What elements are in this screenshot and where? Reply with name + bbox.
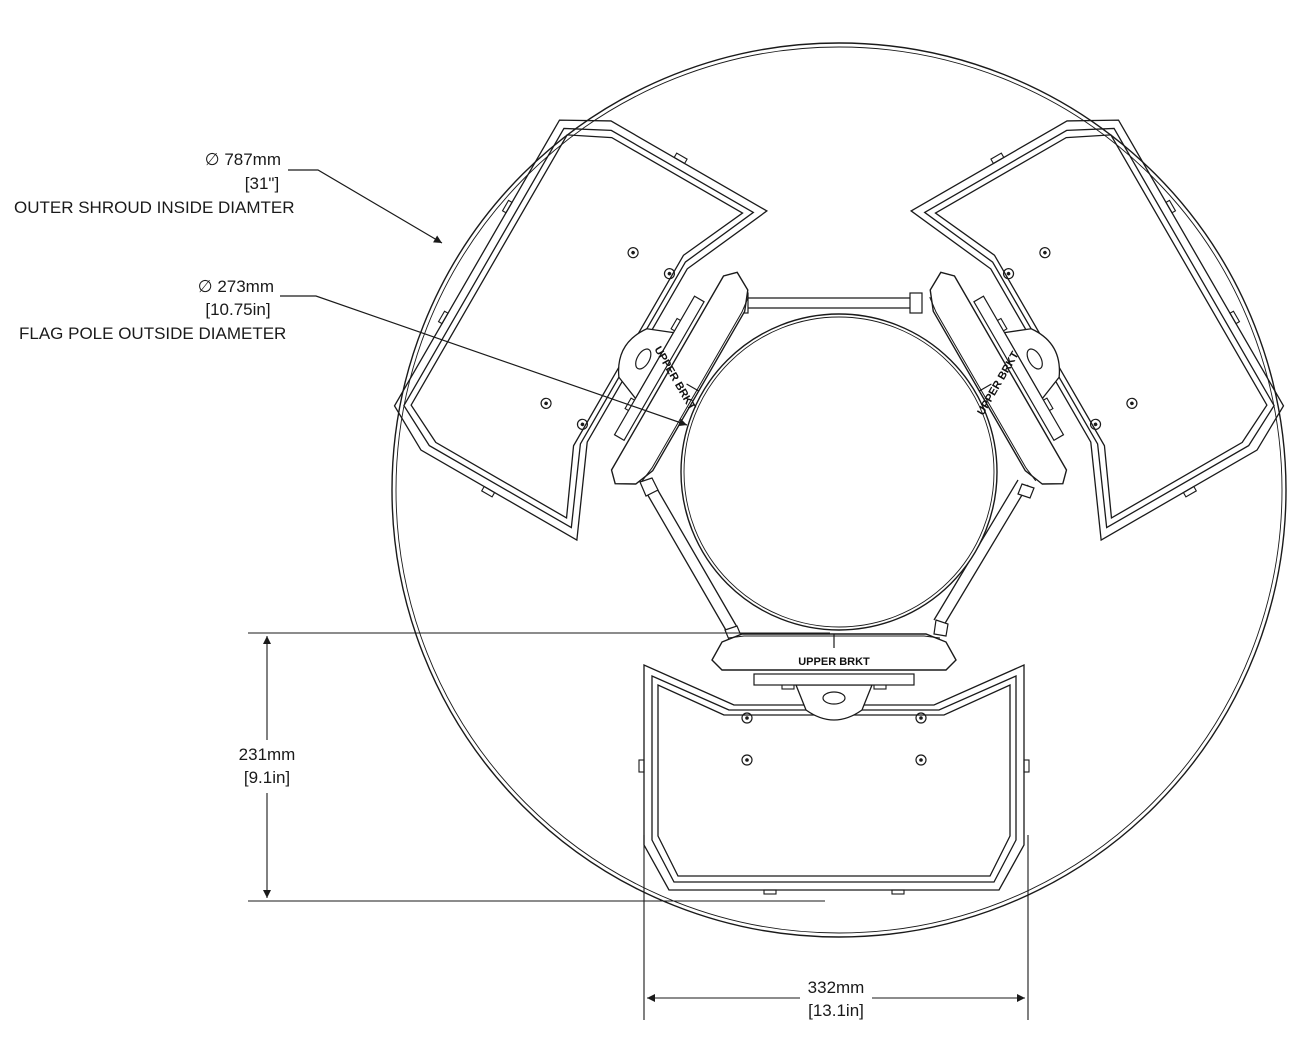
width-value: 332mm [807,978,865,997]
diameter-symbol: ∅ [204,150,220,169]
shroud-diameter-value: ∅ 787mm [205,150,281,170]
bottom-light-plate [638,633,1030,895]
outer-shroud [391,42,1287,938]
pole-diameter-imperial: [10.75in] [205,300,271,319]
diameter-symbol: ∅ [197,277,213,296]
width-dimension [643,835,1029,1020]
connecting-rods [645,297,1029,633]
flag-pole [680,313,998,631]
pole-diameter-note: FLAG POLE OUTSIDE DIAMETER [19,324,287,343]
height-dimension [248,632,830,902]
pole-diameter-mm: 273mm [217,277,274,296]
bracket-label-bottom: UPPER BRKT [798,656,870,668]
shroud-diameter-note: OUTER SHROUD INSIDE DIAMTER [14,198,295,217]
width-imperial: [13.1in] [808,1001,864,1020]
height-imperial: [9.1in] [228,768,306,788]
pole-diameter-value: ∅ 273mm [198,277,274,297]
height-value: 231mm [228,745,306,765]
shroud-diameter-imperial: [31"] [244,174,280,193]
leader-pole [280,295,688,427]
shroud-diameter-mm: 787mm [224,150,281,169]
leader-shroud [288,169,443,244]
